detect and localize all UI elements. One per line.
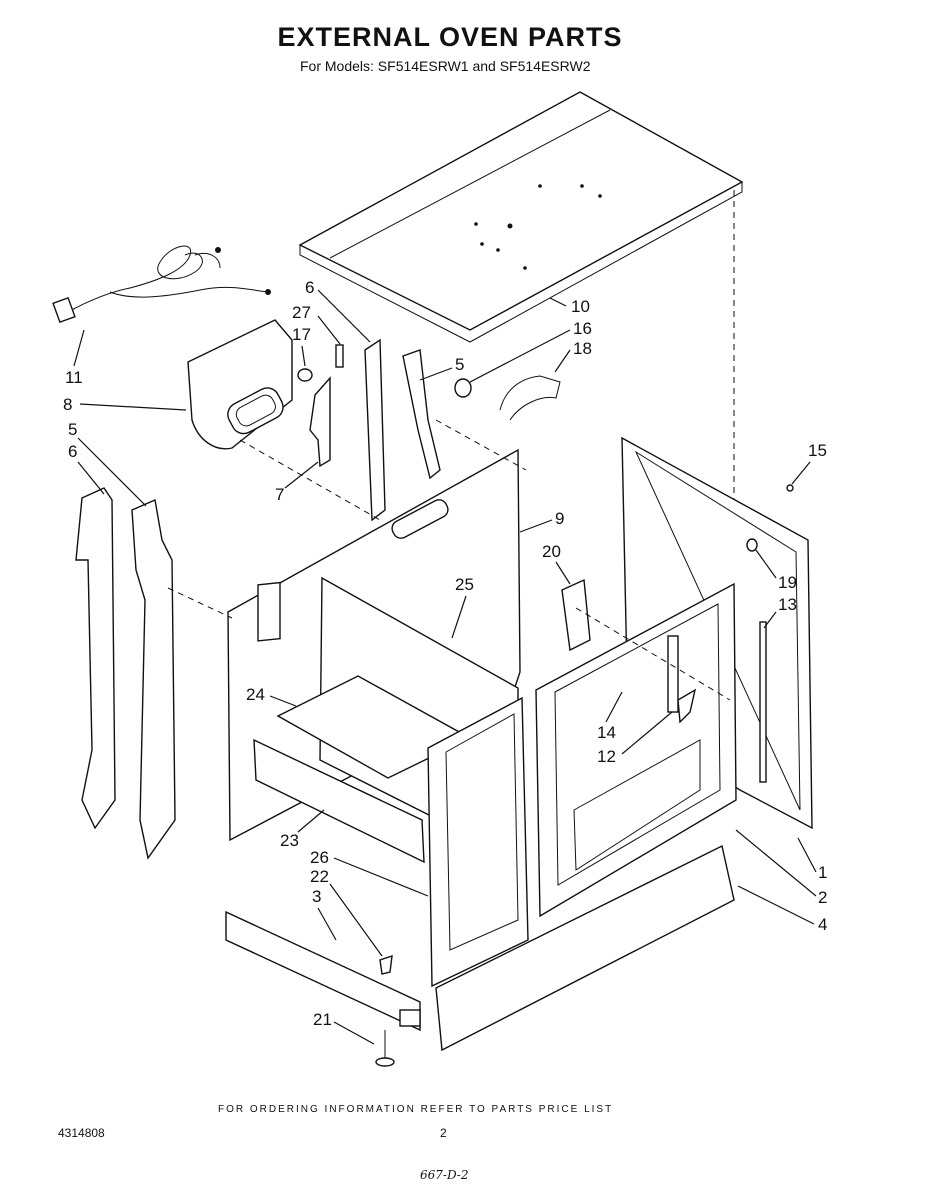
bracket-20-part — [561, 578, 591, 652]
handwritten-code: 667-D-2 — [420, 1168, 469, 1182]
front-frame-part — [427, 696, 529, 988]
callout-22: 22 — [310, 867, 383, 957]
callout-13: 13 — [763, 595, 797, 629]
svg-text:11: 11 — [65, 368, 83, 387]
callout-12: 12 — [597, 711, 673, 766]
bar-14-part — [667, 635, 679, 713]
callout-16: 16 — [469, 319, 592, 383]
callout-10: 10 — [549, 297, 590, 316]
top-panel-part — [298, 91, 744, 343]
svg-text:20: 20 — [542, 542, 561, 561]
side-body-part — [535, 582, 737, 918]
svg-text:6: 6 — [305, 278, 314, 297]
wire-harness-18-part — [499, 375, 561, 421]
pin-22-part — [379, 954, 393, 975]
svg-text:26: 26 — [310, 848, 329, 867]
switch-16-part — [454, 378, 472, 398]
callout-7: 7 — [275, 461, 319, 504]
svg-text:18: 18 — [573, 339, 592, 358]
clip-19-part — [746, 538, 758, 552]
callout-5-left: 5 — [68, 420, 147, 507]
svg-text:24: 24 — [246, 685, 265, 704]
callout-23: 23 — [280, 809, 325, 850]
ordering-note: FOR ORDERING INFORMATION REFER TO PARTS … — [218, 1104, 614, 1115]
trim-13-part — [759, 621, 767, 783]
callout-27: 27 — [292, 303, 341, 345]
svg-text:23: 23 — [280, 831, 299, 850]
svg-text:4: 4 — [818, 915, 827, 934]
svg-text:12: 12 — [597, 747, 616, 766]
callout-11: 11 — [65, 329, 85, 387]
svg-text:7: 7 — [275, 485, 284, 504]
svg-text:22: 22 — [310, 867, 329, 886]
page-title: EXTERNAL OVEN PARTS — [277, 22, 623, 52]
svg-text:13: 13 — [778, 595, 797, 614]
page-number: 2 — [440, 1126, 447, 1140]
part-number: 4314808 — [58, 1126, 105, 1140]
svg-text:14: 14 — [597, 723, 616, 742]
power-cord-part — [52, 245, 271, 324]
callout-14: 14 — [597, 691, 623, 742]
base-rail-part — [435, 844, 735, 1052]
side-bracket-top-part — [402, 349, 441, 480]
model-subtitle: For Models: SF514ESRW1 and SF514ESRW2 — [300, 58, 591, 74]
callout-17: 17 — [292, 325, 311, 367]
svg-text:25: 25 — [455, 575, 474, 594]
svg-text:3: 3 — [312, 887, 321, 906]
leveling-leg-part — [375, 1030, 395, 1067]
callout-26: 26 — [310, 848, 429, 897]
callout-9: 9 — [519, 509, 564, 533]
svg-text:15: 15 — [808, 441, 827, 460]
callout-3: 3 — [312, 887, 337, 941]
callout-6-left: 6 — [68, 442, 105, 495]
callout-21: 21 — [313, 1010, 375, 1045]
callout-15: 15 — [791, 441, 827, 485]
rail-end-part — [399, 1009, 421, 1027]
terminal-block-part — [187, 319, 293, 450]
left-side-rails-part — [75, 487, 176, 860]
svg-text:5: 5 — [68, 420, 77, 439]
svg-text:21: 21 — [313, 1010, 332, 1029]
callout-2: 2 — [735, 829, 827, 907]
svg-text:1: 1 — [818, 863, 827, 882]
callout-19: 19 — [755, 549, 797, 592]
svg-text:5: 5 — [455, 355, 464, 374]
bracket-27-part — [335, 344, 344, 368]
svg-text:6: 6 — [68, 442, 77, 461]
svg-text:19: 19 — [778, 573, 797, 592]
clip-17-part — [297, 368, 313, 382]
bracket-7-part — [309, 376, 331, 468]
bracket-12-part — [677, 688, 697, 724]
svg-text:10: 10 — [571, 297, 590, 316]
callout-25: 25 — [451, 575, 474, 639]
front-rail-23-part — [253, 738, 425, 864]
svg-text:9: 9 — [555, 509, 564, 528]
callout-1: 1 — [797, 837, 827, 882]
svg-text:16: 16 — [573, 319, 592, 338]
callout-18: 18 — [554, 339, 592, 373]
kick-rail-part — [225, 910, 421, 1032]
callout-6-top: 6 — [305, 278, 371, 343]
callout-24: 24 — [246, 685, 297, 707]
svg-text:27: 27 — [292, 303, 311, 322]
callout-5-top: 5 — [419, 355, 464, 381]
screw-15-part — [786, 484, 794, 492]
svg-text:17: 17 — [292, 325, 311, 344]
callout-20: 20 — [542, 542, 571, 585]
callout-8: 8 — [63, 395, 187, 414]
svg-text:2: 2 — [818, 888, 827, 907]
svg-text:8: 8 — [63, 395, 72, 414]
callout-4: 4 — [737, 885, 827, 934]
rear-rail-part — [364, 338, 386, 522]
